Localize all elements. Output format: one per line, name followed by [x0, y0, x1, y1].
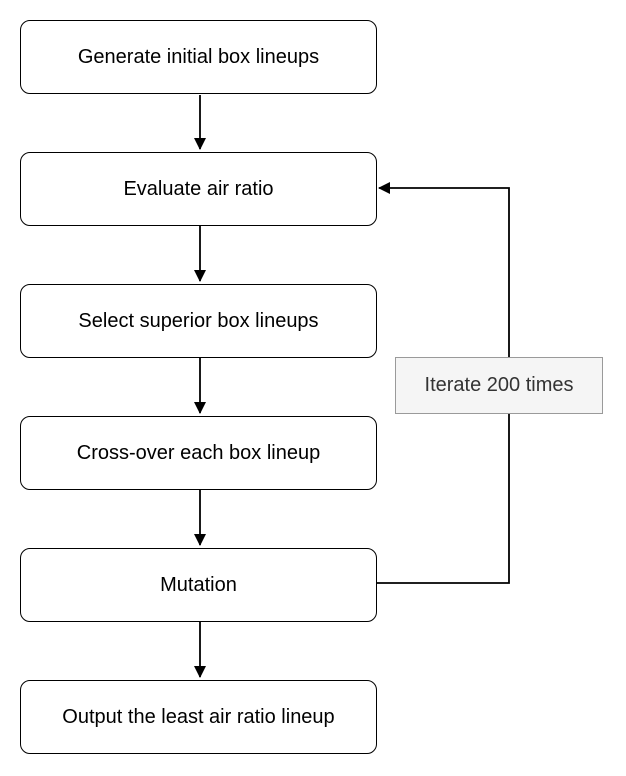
- step-select-superior-lineups: Select superior box lineups: [20, 284, 377, 358]
- step-generate-initial-lineups: Generate initial box lineups: [20, 20, 377, 94]
- loop-iteration-label: Iterate 200 times: [395, 357, 603, 414]
- step-label: Mutation: [160, 573, 237, 596]
- step-label: Evaluate air ratio: [123, 177, 274, 200]
- step-cross-over: Cross-over each box lineup: [20, 416, 377, 490]
- loop-label-text: Iterate 200 times: [424, 374, 574, 396]
- step-label: Generate initial box lineups: [77, 45, 320, 68]
- step-mutation: Mutation: [20, 548, 377, 622]
- step-evaluate-air-ratio: Evaluate air ratio: [20, 152, 377, 226]
- step-label: Output the least air ratio lineup: [62, 705, 335, 728]
- step-label: Select superior box lineups: [78, 309, 319, 332]
- step-output-least-air-ratio: Output the least air ratio lineup: [20, 680, 377, 754]
- step-label: Cross-over each box lineup: [76, 441, 321, 464]
